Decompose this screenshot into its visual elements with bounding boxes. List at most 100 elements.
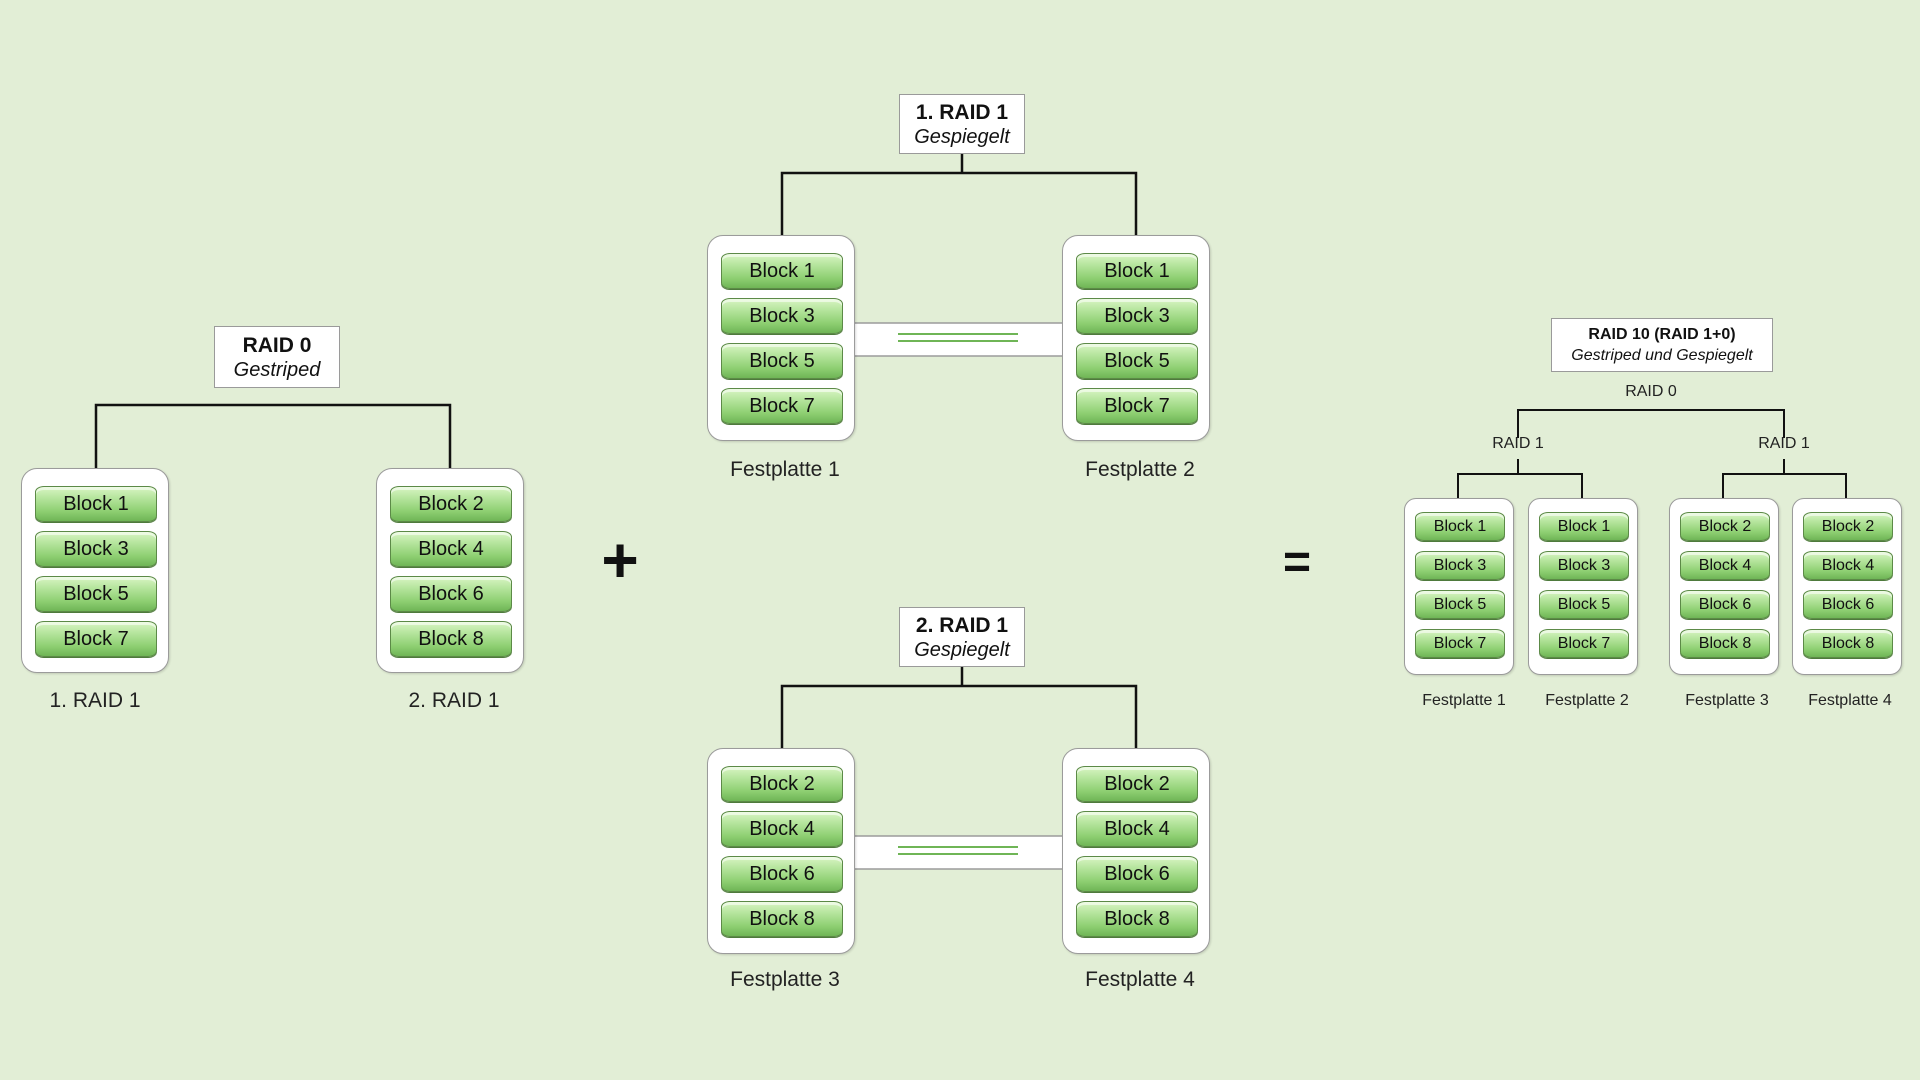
disk-block: Block 5 <box>35 576 157 612</box>
raid10-disk-2-label: Festplatte 2 <box>1545 692 1629 709</box>
raid10-disk-4: Block 2 Block 4 Block 6 Block 8 <box>1792 498 1902 675</box>
block-label: Block 8 <box>1821 635 1875 652</box>
disk-block: Block 8 <box>390 621 512 657</box>
block-label: Block 1 <box>749 260 815 282</box>
disk-block: Block 2 <box>1803 512 1893 541</box>
block-label: Block 7 <box>63 628 129 650</box>
disk-block: Block 5 <box>1539 590 1629 619</box>
block-label: Block 6 <box>1821 596 1875 613</box>
disk-block: Block 4 <box>1803 551 1893 580</box>
equals-sign: = <box>1282 536 1312 589</box>
disk-block: Block 7 <box>721 388 843 424</box>
raid1-second-disk-b-label: Festplatte 4 <box>1085 968 1195 991</box>
block-label: Block 6 <box>1104 863 1170 885</box>
disk-block: Block 8 <box>721 901 843 937</box>
raid0-subtitle: Gestriped <box>233 359 321 381</box>
block-label: Block 4 <box>1104 818 1170 840</box>
disk-block: Block 3 <box>1539 551 1629 580</box>
raid1-second-title-box: 2. RAID 1 Gespiegelt <box>899 607 1025 667</box>
raid1-first-disk-b: Block 1 Block 3 Block 5 Block 7 <box>1062 235 1210 441</box>
block-label: Block 7 <box>1433 635 1487 652</box>
raid10-disk-1-label: Festplatte 1 <box>1422 692 1506 709</box>
raid10-raid1-left-connector <box>1457 473 1583 510</box>
disk-block: Block 2 <box>721 766 843 802</box>
disk-block: Block 4 <box>721 811 843 847</box>
disk-block: Block 1 <box>1076 253 1198 289</box>
block-label: Block 1 <box>1433 518 1487 535</box>
disk-block: Block 7 <box>35 621 157 657</box>
disk-block: Block 1 <box>1539 512 1629 541</box>
block-label: Block 3 <box>1557 557 1611 574</box>
raid1-first-connector <box>780 171 1138 252</box>
block-label: Block 8 <box>1104 908 1170 930</box>
block-label: Block 5 <box>1557 596 1611 613</box>
block-label: Block 4 <box>1821 557 1875 574</box>
block-label: Block 7 <box>1104 395 1170 417</box>
raid1-second-subtitle: Gespiegelt <box>914 639 1010 661</box>
mirror-link-first <box>852 322 1064 357</box>
raid10-disk-3-label: Festplatte 3 <box>1685 692 1769 709</box>
raid10-disk-2: Block 1 Block 3 Block 5 Block 7 <box>1528 498 1638 675</box>
raid10-raid0-label: RAID 0 <box>1625 383 1677 400</box>
raid10-disk-4-label: Festplatte 4 <box>1808 692 1892 709</box>
disk-block: Block 5 <box>1415 590 1505 619</box>
disk-block: Block 2 <box>390 486 512 522</box>
raid10-disk-1: Block 1 Block 3 Block 5 Block 7 <box>1404 498 1514 675</box>
disk-block: Block 1 <box>721 253 843 289</box>
raid1-first-subtitle: Gespiegelt <box>914 126 1010 148</box>
block-label: Block 6 <box>749 863 815 885</box>
raid10-raid1-right-connector <box>1722 473 1847 510</box>
raid0-connector <box>94 403 452 468</box>
disk-block: Block 1 <box>1415 512 1505 541</box>
disk-block: Block 3 <box>721 298 843 334</box>
disk-block: Block 8 <box>1803 629 1893 658</box>
block-label: Block 8 <box>749 908 815 930</box>
raid1-first-title-box: 1. RAID 1 Gespiegelt <box>899 94 1025 154</box>
block-label: Block 1 <box>1557 518 1611 535</box>
raid10-title-box: RAID 10 (RAID 1+0) Gestriped und Gespieg… <box>1551 318 1773 372</box>
disk-block: Block 6 <box>721 856 843 892</box>
block-label: Block 7 <box>749 395 815 417</box>
block-label: Block 3 <box>1433 557 1487 574</box>
disk-block: Block 5 <box>721 343 843 379</box>
block-label: Block 8 <box>418 628 484 650</box>
block-label: Block 6 <box>1698 596 1752 613</box>
block-label: Block 3 <box>1104 305 1170 327</box>
block-label: Block 6 <box>418 583 484 605</box>
disk-block: Block 8 <box>1076 901 1198 937</box>
raid0-disk-a-label: 1. RAID 1 <box>49 689 141 712</box>
raid1-second-connector <box>780 684 1138 764</box>
block-label: Block 2 <box>418 493 484 515</box>
raid1-first-title: 1. RAID 1 <box>915 101 1009 124</box>
raid0-title-box: RAID 0 Gestriped <box>214 326 340 388</box>
disk-block: Block 6 <box>1803 590 1893 619</box>
raid0-disk-b-label: 2. RAID 1 <box>408 689 500 712</box>
block-label: Block 1 <box>63 493 129 515</box>
block-label: Block 2 <box>1698 518 1752 535</box>
disk-block: Block 2 <box>1076 766 1198 802</box>
disk-block: Block 6 <box>1680 590 1770 619</box>
disk-block: Block 3 <box>35 531 157 567</box>
disk-block: Block 6 <box>1076 856 1198 892</box>
raid10-disk-3: Block 2 Block 4 Block 6 Block 8 <box>1669 498 1779 675</box>
disk-block: Block 2 <box>1680 512 1770 541</box>
block-label: Block 4 <box>1698 557 1752 574</box>
raid10-raid0-connector <box>1517 409 1785 438</box>
raid1-second-disk-a: Block 2 Block 4 Block 6 Block 8 <box>707 748 855 954</box>
raid1-second-title: 2. RAID 1 <box>915 614 1009 637</box>
raid1-first-disk-b-label: Festplatte 2 <box>1085 458 1195 481</box>
raid0-disk-a: Block 1 Block 3 Block 5 Block 7 <box>21 468 169 673</box>
block-label: Block 2 <box>1104 773 1170 795</box>
block-label: Block 2 <box>749 773 815 795</box>
block-label: Block 8 <box>1698 635 1752 652</box>
block-label: Block 5 <box>63 583 129 605</box>
disk-block: Block 7 <box>1076 388 1198 424</box>
mirror-link-second <box>852 835 1064 870</box>
raid1-first-disk-a: Block 1 Block 3 Block 5 Block 7 <box>707 235 855 441</box>
raid0-disk-b: Block 2 Block 4 Block 6 Block 8 <box>376 468 524 673</box>
disk-block: Block 4 <box>390 531 512 567</box>
raid1-first-disk-a-label: Festplatte 1 <box>730 458 840 481</box>
block-label: Block 4 <box>418 538 484 560</box>
block-label: Block 5 <box>1433 596 1487 613</box>
